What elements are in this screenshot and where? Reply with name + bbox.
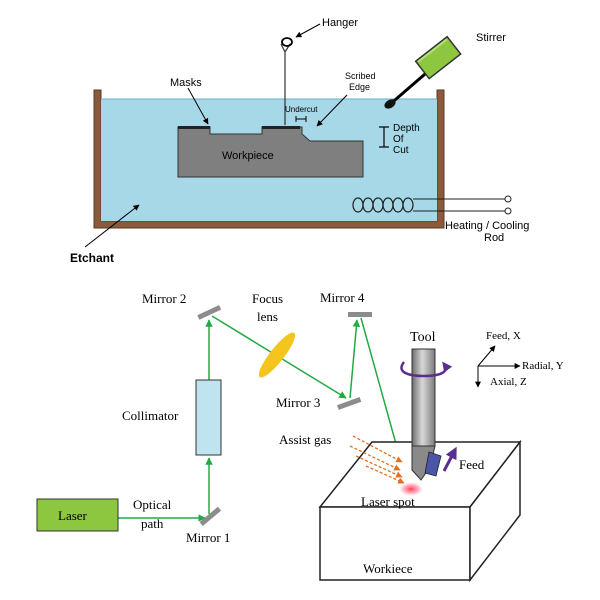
label-scribed-2: Edge	[349, 82, 370, 92]
label-etchant: Etchant	[70, 251, 114, 265]
label-depth-2: Of	[393, 134, 404, 145]
label-laser: Laser	[58, 508, 88, 523]
mirror-3-icon	[337, 397, 362, 410]
axes-indicator	[475, 345, 521, 388]
label-heating-2: Rod	[484, 232, 504, 244]
etching-diagram: Masks Workpiece Hanger Undercut Scribed …	[70, 17, 529, 265]
label-tool: Tool	[410, 330, 436, 345]
heating-coil-icon	[352, 195, 512, 215]
mask-right	[262, 126, 300, 129]
laser-diagram: Laser Optical path Mirror 1 Collimator M…	[36, 290, 564, 583]
label-collimator: Collimator	[122, 408, 179, 423]
assist-gas-arrows	[349, 435, 405, 484]
label-stirrer: Stirrer	[476, 32, 506, 44]
focus-lens-icon	[258, 332, 296, 378]
label-depth-3: Cut	[393, 145, 409, 156]
etch-workpiece	[177, 126, 364, 178]
label-feed: Feed	[459, 457, 485, 472]
stirrer-paddle-icon	[384, 99, 396, 109]
mirror-1-icon	[199, 506, 222, 527]
label-hanger: Hanger	[322, 17, 358, 29]
label-scribed-1: Scribed	[345, 71, 376, 81]
stirrer-body-icon	[414, 35, 462, 80]
label-focus-1: Focus	[252, 291, 283, 306]
label-focus-2: lens	[257, 309, 278, 324]
label-mirror3: Mirror 3	[276, 395, 320, 410]
label-workpiece-laser: Workiece	[363, 561, 413, 576]
laser-source	[36, 498, 119, 532]
rotation-arrow-icon	[400, 361, 453, 378]
label-masks: Masks	[170, 77, 202, 89]
label-mirror4: Mirror 4	[320, 290, 365, 305]
label-mirror1: Mirror 1	[186, 530, 230, 545]
label-workpiece-etch: Workpiece	[222, 150, 274, 162]
label-feed-x: Feed, X	[486, 330, 521, 342]
label-depth-1: Depth	[393, 123, 420, 134]
label-heating-1: Heating / Cooling	[445, 220, 529, 232]
label-axial-z: Axial, Z	[490, 376, 527, 388]
label-optical-1: Optical	[133, 497, 172, 512]
cutting-tool-icon	[411, 348, 442, 481]
stirrer-shaft	[387, 66, 433, 108]
collimator	[195, 379, 222, 456]
mask-left	[178, 126, 210, 129]
laser-spot-icon	[399, 482, 423, 496]
mirror-4-icon	[348, 312, 372, 317]
hanger-hook-icon	[281, 37, 293, 47]
label-radial-y: Radial, Y	[522, 360, 564, 372]
mirror-2-icon	[197, 305, 222, 320]
label-undercut: Undercut	[285, 105, 318, 114]
label-mirror2: Mirror 2	[142, 291, 186, 306]
feed-arrow-icon	[442, 446, 457, 472]
label-laser-spot: Laser spot	[361, 494, 415, 509]
label-optical-2: path	[141, 516, 164, 531]
label-assist-gas: Assist gas	[279, 432, 331, 447]
